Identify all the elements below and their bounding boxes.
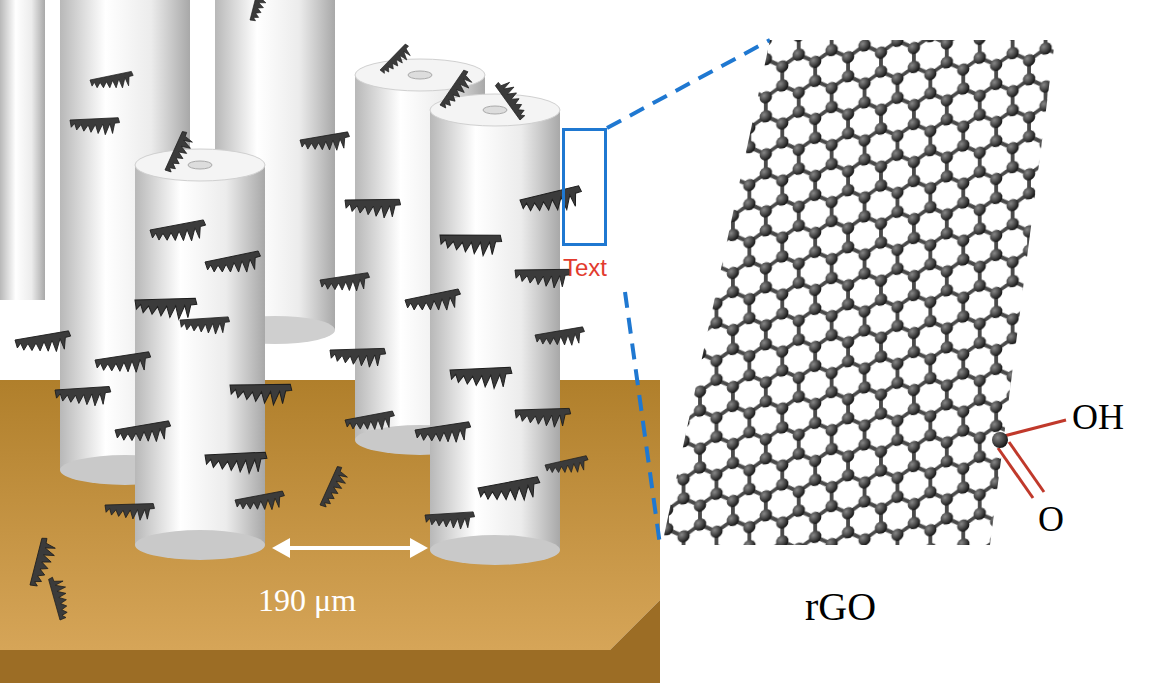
box-label: Text: [563, 255, 607, 281]
molecule-label: O: [1038, 500, 1064, 540]
rgo-flakes: [15, 0, 590, 621]
pillar: [0, 0, 45, 300]
carboxyl-group: [992, 420, 1066, 498]
molecule-label: rGO: [805, 585, 876, 629]
dimension-arrow: [272, 538, 428, 558]
molecule-label: OH: [1072, 398, 1124, 438]
dimension-label: 190 μm: [258, 583, 356, 618]
zoom-box: Text: [562, 128, 607, 246]
pillar: [430, 94, 560, 565]
graphene-lattice: [662, 40, 1055, 545]
